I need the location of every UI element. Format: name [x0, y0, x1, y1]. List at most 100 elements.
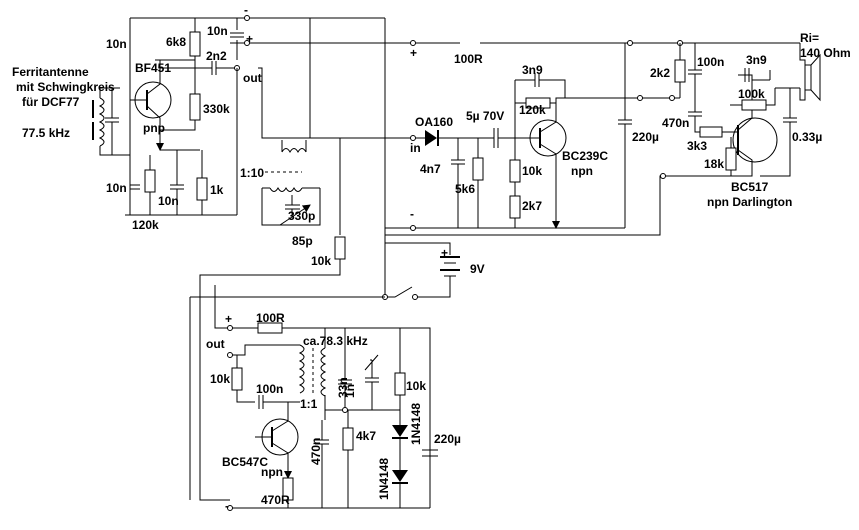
- label-3n9-b: 3n9: [746, 53, 767, 67]
- label-10n-c: 10n: [106, 181, 127, 195]
- label-bc547c: BC547C: [222, 455, 268, 469]
- label-2k7: 2k7: [522, 199, 542, 213]
- label-1k: 1k: [210, 183, 224, 197]
- resistor-5k6: [472, 138, 484, 228]
- label-470n-a: 470n: [662, 116, 689, 130]
- label-5u: 5µ 70V: [466, 109, 504, 123]
- label-bf451: BF451: [135, 61, 171, 75]
- transformer-1-1: [298, 328, 329, 508]
- label-330p: 330p: [288, 209, 315, 223]
- label-4k7: 4k7: [356, 429, 376, 443]
- label-220u-b: 220µ: [434, 432, 461, 446]
- label-220u-a: 220µ: [632, 130, 659, 144]
- resistor-6k8: [189, 31, 201, 85]
- label-10k-a: 10k: [311, 254, 331, 268]
- label-10k-b: 10k: [522, 164, 542, 178]
- label-470n-b: 470n: [309, 438, 323, 465]
- coupling-capacitor-2n2: [160, 61, 240, 215]
- label-bc239c: BC239C: [562, 149, 608, 163]
- label-120k-a: 120k: [132, 218, 159, 232]
- label-470r: 470R: [261, 493, 290, 507]
- label-033u: 0.33µ: [792, 130, 822, 144]
- capacitor-4n7: [451, 138, 465, 228]
- label-freq: 77.5 kHz: [22, 126, 70, 140]
- label-1n4148-a: 1N4148: [409, 403, 423, 445]
- feedback-network: [514, 73, 566, 138]
- label-85p: 85p: [292, 234, 313, 248]
- label-100r-a: 100R: [454, 52, 483, 66]
- tank-capacitors: [325, 328, 400, 413]
- battery-9v: [415, 243, 460, 298]
- resistor-10k-osc: [394, 328, 406, 425]
- label-10n-b: 10n: [207, 24, 228, 38]
- label-npn-b: npn: [261, 465, 283, 479]
- emitter-network: [125, 149, 237, 216]
- label-in: in: [410, 141, 421, 155]
- label-3k3: 3k3: [687, 139, 707, 153]
- capacitor-5u-70v: [490, 128, 540, 148]
- label-10n-d: 10n: [158, 194, 179, 208]
- transistor-bc547c: [255, 402, 299, 508]
- diodes-1n4148: [392, 425, 408, 508]
- label-140ohm: 140 Ohm: [800, 46, 851, 60]
- label-out-top: out: [243, 71, 262, 85]
- label-5k6: 5k6: [455, 182, 475, 196]
- label-120k-b: 120k: [519, 103, 546, 117]
- label-minus-mid: -: [410, 207, 414, 221]
- label-bc517: BC517: [731, 180, 769, 194]
- label-2n2: 2n2: [206, 49, 227, 63]
- label-1-10: 1:10: [240, 166, 264, 180]
- label-2k2: 2k2: [650, 66, 670, 80]
- output-stage: [637, 43, 800, 177]
- resistor-330k: [160, 85, 201, 131]
- label-6k8: 6k8: [166, 35, 186, 49]
- power-switch: [382, 286, 418, 300]
- label-3n9-a: 3n9: [522, 63, 543, 77]
- label-100n-b: 100n: [256, 382, 283, 396]
- capacitor-10n-top: [230, 32, 244, 38]
- label-ferrit-3: für DCF77: [22, 95, 80, 109]
- label-100n-a: 100n: [697, 55, 724, 69]
- label-18k: 18k: [704, 157, 724, 171]
- transformer-1-10: [258, 18, 321, 226]
- label-pnp: pnp: [143, 121, 165, 135]
- label-plus-osc: +: [225, 312, 232, 326]
- label-ri: Ri=: [800, 31, 819, 45]
- label-ferrit-2: mit Schwingkreis: [16, 80, 115, 94]
- label-ferrit-1: Ferritantenne: [12, 65, 89, 79]
- label-1-1: 1:1: [300, 397, 318, 411]
- label-plus-mid: +: [410, 46, 417, 60]
- label-out-osc: out: [206, 337, 225, 351]
- label-10k-d: 10k: [406, 379, 426, 393]
- label-plus-top: +: [246, 32, 253, 46]
- ferrite-antenna-coil: [92, 87, 130, 156]
- label-10n-a: 10n: [106, 37, 127, 51]
- label-minus-bot: -: [225, 499, 229, 513]
- label-1n: 1n: [343, 384, 357, 398]
- label-1n4148-b: 1N4148: [377, 458, 391, 500]
- label-330k: 330k: [203, 102, 230, 116]
- label-33n: 33n: [336, 377, 350, 398]
- base-divider: [509, 138, 521, 228]
- transistor-bc239c: [529, 97, 680, 229]
- speaker-icon: [799, 43, 821, 102]
- diode-oa160: [262, 130, 490, 146]
- resonant-capacitor: [105, 88, 119, 155]
- label-9v: 9V: [470, 262, 485, 276]
- label-4n7: 4n7: [420, 162, 441, 176]
- resistor-10k-feed: [199, 138, 346, 501]
- capacitor-220u-osc: [422, 328, 438, 508]
- label-minus-top: -: [244, 3, 248, 17]
- label-darlington: npn Darlington: [707, 195, 792, 209]
- label-plus-bat: +: [441, 246, 448, 260]
- label-osc-freq: ca.78.3 kHz: [303, 334, 368, 348]
- label-100k: 100k: [738, 87, 765, 101]
- label-100r-b: 100R: [256, 311, 285, 325]
- label-oa160: OA160: [415, 115, 453, 129]
- label-npn-a: npn: [571, 164, 593, 178]
- resistor-4k7: [342, 410, 354, 508]
- label-10k-c: 10k: [210, 372, 230, 386]
